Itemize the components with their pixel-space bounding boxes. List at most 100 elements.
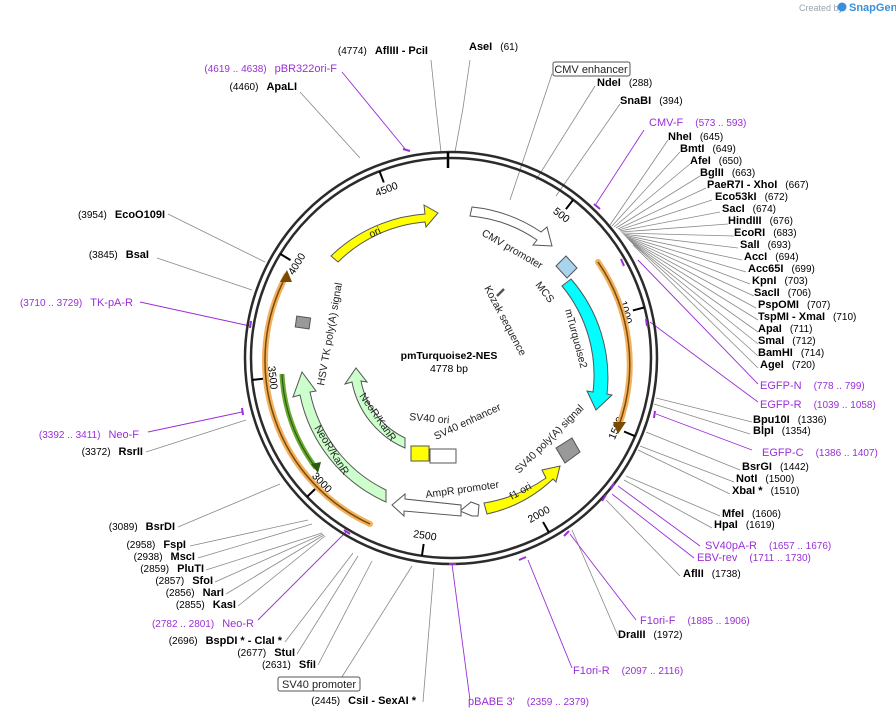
- site-kpni[interactable]: KpnI(703): [752, 275, 808, 287]
- primer-sv40pa-r[interactable]: SV40pA-R(1657 .. 1676): [705, 540, 831, 552]
- site-position: (1336): [798, 415, 827, 426]
- site-eco53ki[interactable]: Eco53kI(672): [715, 191, 788, 203]
- site-nari[interactable]: NarI(2856): [166, 587, 224, 599]
- site-name: EcoRI: [734, 227, 765, 239]
- restriction-sites-right: AseI(61) NdeI(288) SnaBI(394) NheI(645)BmtI…: [469, 41, 856, 641]
- leader-narI: [225, 534, 325, 595]
- site-asei[interactable]: AseI(61): [469, 41, 518, 53]
- site-position: (1972): [654, 630, 683, 641]
- site-name: AseI: [469, 41, 492, 53]
- site-xbai[interactable]: XbaI *(1510): [732, 485, 799, 497]
- primer-range: (2359 .. 2379): [527, 697, 589, 708]
- primer-name: EGFP-N: [760, 380, 802, 392]
- primer-leader-lines: [139, 71, 759, 701]
- primer-egfp-n[interactable]: EGFP-N (778 .. 799): [760, 380, 865, 392]
- site-position: (683): [773, 228, 796, 239]
- site-nhei[interactable]: NheI(645): [668, 131, 723, 143]
- site-sacii[interactable]: SacII(706): [754, 287, 811, 299]
- primer-f1ori-f[interactable]: F1ori-F(1885 .. 1906): [640, 615, 750, 627]
- site-name: AfeI: [690, 155, 711, 167]
- site-bglii[interactable]: BglII(663): [700, 167, 755, 179]
- site-blpi[interactable]: BlpI(1354): [753, 425, 811, 437]
- site-csii-sexai[interactable]: CsiI - SexAI *(2445): [311, 695, 416, 707]
- site-name: AflIII - PciI: [375, 45, 428, 57]
- primer-mark-f1orif: [563, 530, 570, 537]
- primer-neo-r[interactable]: Neo-R(2782 .. 2801): [152, 618, 254, 630]
- site-kasi[interactable]: KasI(2855): [176, 599, 236, 611]
- primer-name: Neo-R: [222, 618, 254, 630]
- site-bmti[interactable]: BmtI(649): [680, 143, 736, 155]
- leader-ecoo109i: [167, 213, 266, 263]
- site-position: (2958): [126, 540, 155, 551]
- site-stui[interactable]: StuI(2677): [237, 647, 295, 659]
- site-bsrdi[interactable]: BsrDI(3089): [109, 521, 175, 533]
- site-tspmi-xmai[interactable]: TspMI - XmaI(710): [758, 311, 856, 323]
- leader-mcs-n: [626, 237, 755, 297]
- leader-mcs-d: [615, 175, 701, 229]
- leader-bsaI: [156, 257, 253, 291]
- site-pluti[interactable]: PluTI(2859): [140, 563, 204, 575]
- site-draiii[interactable]: DraIII(1972): [618, 629, 682, 641]
- site-paer7i-xhoi[interactable]: PaeR7I - XhoI(667): [707, 179, 809, 191]
- site-bamhi[interactable]: BamHI(714): [758, 347, 824, 359]
- site-bspdi-clai[interactable]: BspDI * - ClaI *(2696): [169, 635, 283, 647]
- features: [292, 204, 614, 518]
- site-fspi[interactable]: FspI(2958): [126, 539, 186, 551]
- site-snabi[interactable]: SnaBI(394): [620, 95, 683, 107]
- site-smai[interactable]: SmaI(712): [758, 335, 816, 347]
- site-position: (720): [792, 360, 815, 371]
- site-rsrii[interactable]: RsrII(3372): [82, 446, 143, 458]
- site-pspomi[interactable]: PspOMI(707): [758, 299, 830, 311]
- leader-bsrDI: [177, 483, 281, 528]
- tick-label: 4000: [286, 251, 308, 277]
- site-saci[interactable]: SacI(674): [722, 203, 776, 215]
- site-name: ApaI: [758, 323, 782, 335]
- credit-prefix: Created by: [799, 3, 844, 13]
- site-ndei[interactable]: NdeI(288): [597, 77, 652, 89]
- primer-neo-f[interactable]: Neo-F(3392 .. 3411): [39, 429, 139, 441]
- primer-range: (4619 .. 4638): [204, 64, 266, 75]
- site-hindiii[interactable]: HindIII(676): [728, 215, 793, 227]
- site-agei[interactable]: AgeI(720): [760, 359, 815, 371]
- site-noti[interactable]: NotI(1500): [736, 473, 794, 485]
- primer-pbabe-3[interactable]: pBABE 3'(2359 .. 2379): [468, 696, 589, 708]
- site-aflii[interactable]: AflII(1738): [683, 568, 741, 580]
- site-acci[interactable]: AccI(694): [744, 251, 799, 263]
- primer-egfp-r[interactable]: EGFP-R(1039 .. 1058): [760, 399, 876, 411]
- site-mfei[interactable]: MfeI(1606): [722, 508, 781, 520]
- site-sfoi[interactable]: SfoI(2857): [155, 575, 213, 587]
- site-ecoo109i[interactable]: EcoO109I(3954): [78, 209, 165, 221]
- site-position: (693): [768, 240, 791, 251]
- site-bsrgi[interactable]: BsrGI(1442): [742, 461, 809, 473]
- primer-egfp-c[interactable]: EGFP-C(1386 .. 1407): [762, 447, 878, 459]
- primer-mark-neor: [343, 529, 351, 535]
- site-ecori[interactable]: EcoRI (683): [734, 227, 797, 239]
- site-bsai[interactable]: BsaI(3845): [89, 249, 149, 261]
- primer-range: (778 .. 799): [814, 381, 865, 392]
- site-afei[interactable]: AfeI(650): [690, 155, 742, 167]
- site-bpu10i[interactable]: Bpu10I(1336): [753, 414, 827, 426]
- site-acc65i[interactable]: Acc65I(699): [748, 263, 815, 275]
- site-sali[interactable]: SalI(693): [740, 239, 791, 251]
- site-msci[interactable]: MscI(2938): [134, 551, 195, 563]
- site-apali[interactable]: ApaLI(4460): [230, 81, 297, 93]
- primer-name: pBR322ori-F: [275, 63, 338, 75]
- site-afliii-pcii[interactable]: AflIII - PciI(4774): [338, 45, 428, 57]
- site-sfii[interactable]: SfiI(2631): [262, 659, 316, 671]
- primer-range: (2097 .. 2116): [622, 666, 684, 677]
- site-name: AflII: [683, 568, 704, 580]
- primer-cmv-f[interactable]: CMV-F(573 .. 593): [649, 117, 746, 129]
- site-hpai[interactable]: HpaI(1619): [714, 519, 775, 531]
- leader-rsrII: [145, 419, 247, 453]
- primer-tk-pa-r[interactable]: TK-pA-R(3710 .. 3729): [20, 297, 133, 309]
- site-position: (676): [770, 216, 793, 227]
- site-name: BamHI: [758, 347, 793, 359]
- site-apai[interactable]: ApaI(711): [758, 323, 812, 335]
- primer-pbr322ori-f[interactable]: pBR322ori-F (4619 .. 4638): [204, 63, 337, 75]
- primer-f1ori-r[interactable]: F1ori-R(2097 .. 2116): [573, 665, 683, 677]
- primer-mark-egfpr: [645, 318, 648, 327]
- primer-leader-tkpar: [139, 301, 251, 327]
- primer-ebv-rev[interactable]: EBV-rev(1711 .. 1730): [697, 552, 811, 564]
- primer-mark-egfpc: [653, 410, 656, 419]
